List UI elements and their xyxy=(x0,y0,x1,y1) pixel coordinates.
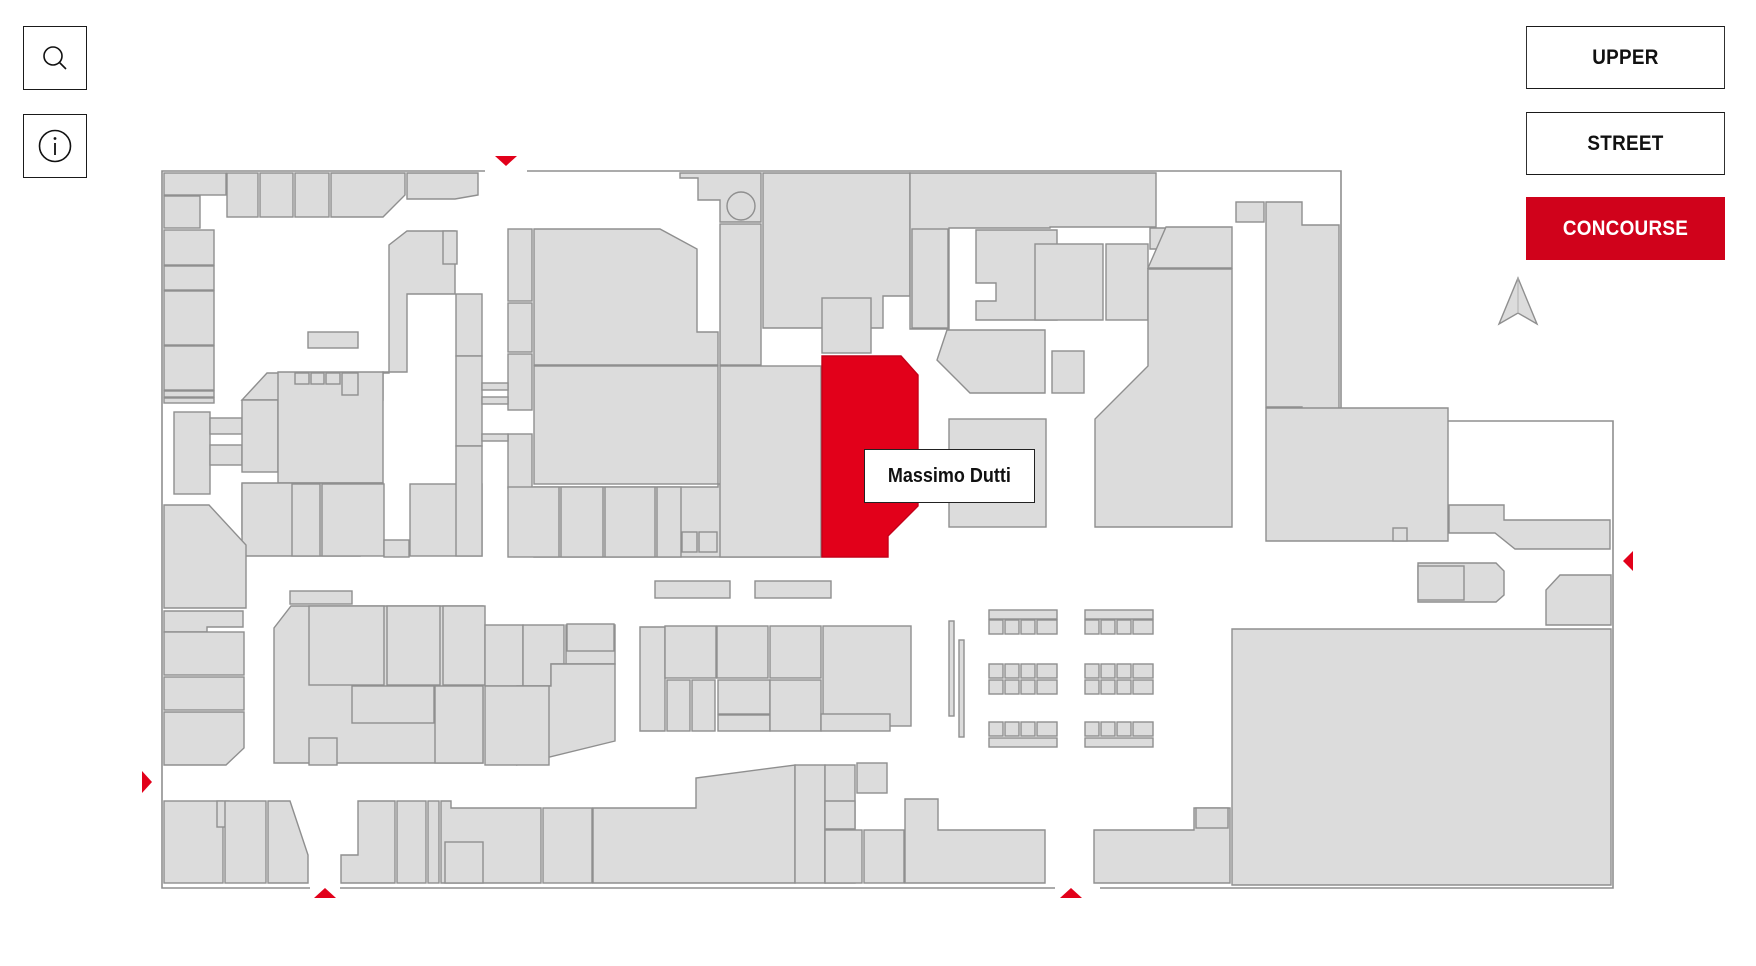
kiosk-grid xyxy=(988,609,1154,748)
stores-top-left xyxy=(163,172,479,495)
stores-east xyxy=(1231,504,1612,886)
entrance-bottom-left-marker xyxy=(314,888,336,898)
search-button[interactable] xyxy=(23,26,87,90)
stores-southwest xyxy=(163,504,616,766)
level-upper-button[interactable]: UPPER xyxy=(1526,26,1725,89)
selected-store-label: Massimo Dutti xyxy=(864,449,1035,503)
north-arrow-icon xyxy=(1497,276,1539,326)
entrance-top-marker xyxy=(495,156,517,166)
stores-center-north xyxy=(481,172,1449,558)
entrance-markers xyxy=(142,156,1633,898)
level-concourse-button[interactable]: CONCOURSE xyxy=(1526,197,1725,260)
entrance-bottom-center-marker xyxy=(1060,888,1082,898)
entrance-right-marker xyxy=(1623,551,1633,571)
info-icon xyxy=(38,129,72,163)
info-button[interactable] xyxy=(23,114,87,178)
stores-south-center xyxy=(639,580,965,738)
search-icon xyxy=(43,46,67,70)
stores-south xyxy=(163,762,1231,884)
entrance-left-marker xyxy=(142,771,152,793)
stores-west-upper xyxy=(240,230,483,558)
level-street-button[interactable]: STREET xyxy=(1526,112,1725,175)
